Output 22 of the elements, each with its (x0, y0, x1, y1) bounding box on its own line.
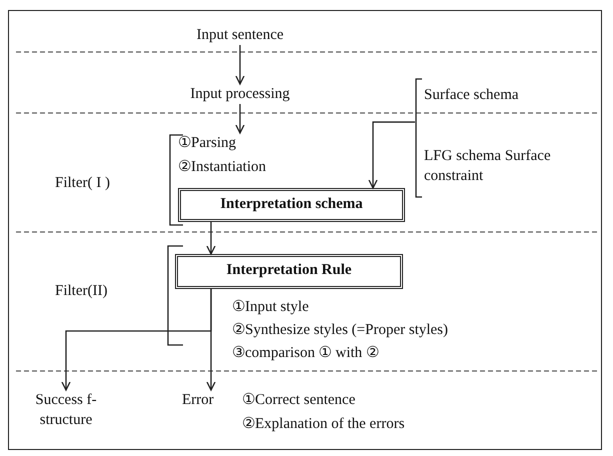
flow-label: Success f-structure (20, 390, 112, 434)
criteria-item: ②Synthesize styles (=Proper styles) (232, 321, 448, 340)
flow-label: Input processing (175, 84, 305, 104)
schema-label: Error (182, 391, 214, 410)
criteria-item: ③comparison ① with ② (232, 344, 379, 363)
flow-label: Input sentence (180, 25, 300, 45)
arrow (368, 121, 415, 189)
process-box: Interpretation Rule (175, 254, 403, 289)
arrow (206, 222, 216, 255)
filter-label: Filter( I ) (55, 174, 110, 193)
arrow (206, 289, 216, 391)
criteria-item: ①Input style (232, 298, 309, 317)
schema-label: LFG schema Surface constraint (424, 147, 552, 186)
arrow (235, 45, 245, 85)
step-item: ①Parsing (178, 134, 236, 153)
process-box: Interpretation schema (178, 188, 405, 222)
result-note: ①Correct sentence (242, 391, 356, 410)
arrow (235, 104, 245, 134)
step-item: ②Instantiation (178, 158, 266, 177)
schema-label: Surface schema (424, 86, 519, 105)
filter-label: Filter(II) (55, 282, 108, 301)
result-note: ②Explanation of the errors (242, 415, 405, 434)
